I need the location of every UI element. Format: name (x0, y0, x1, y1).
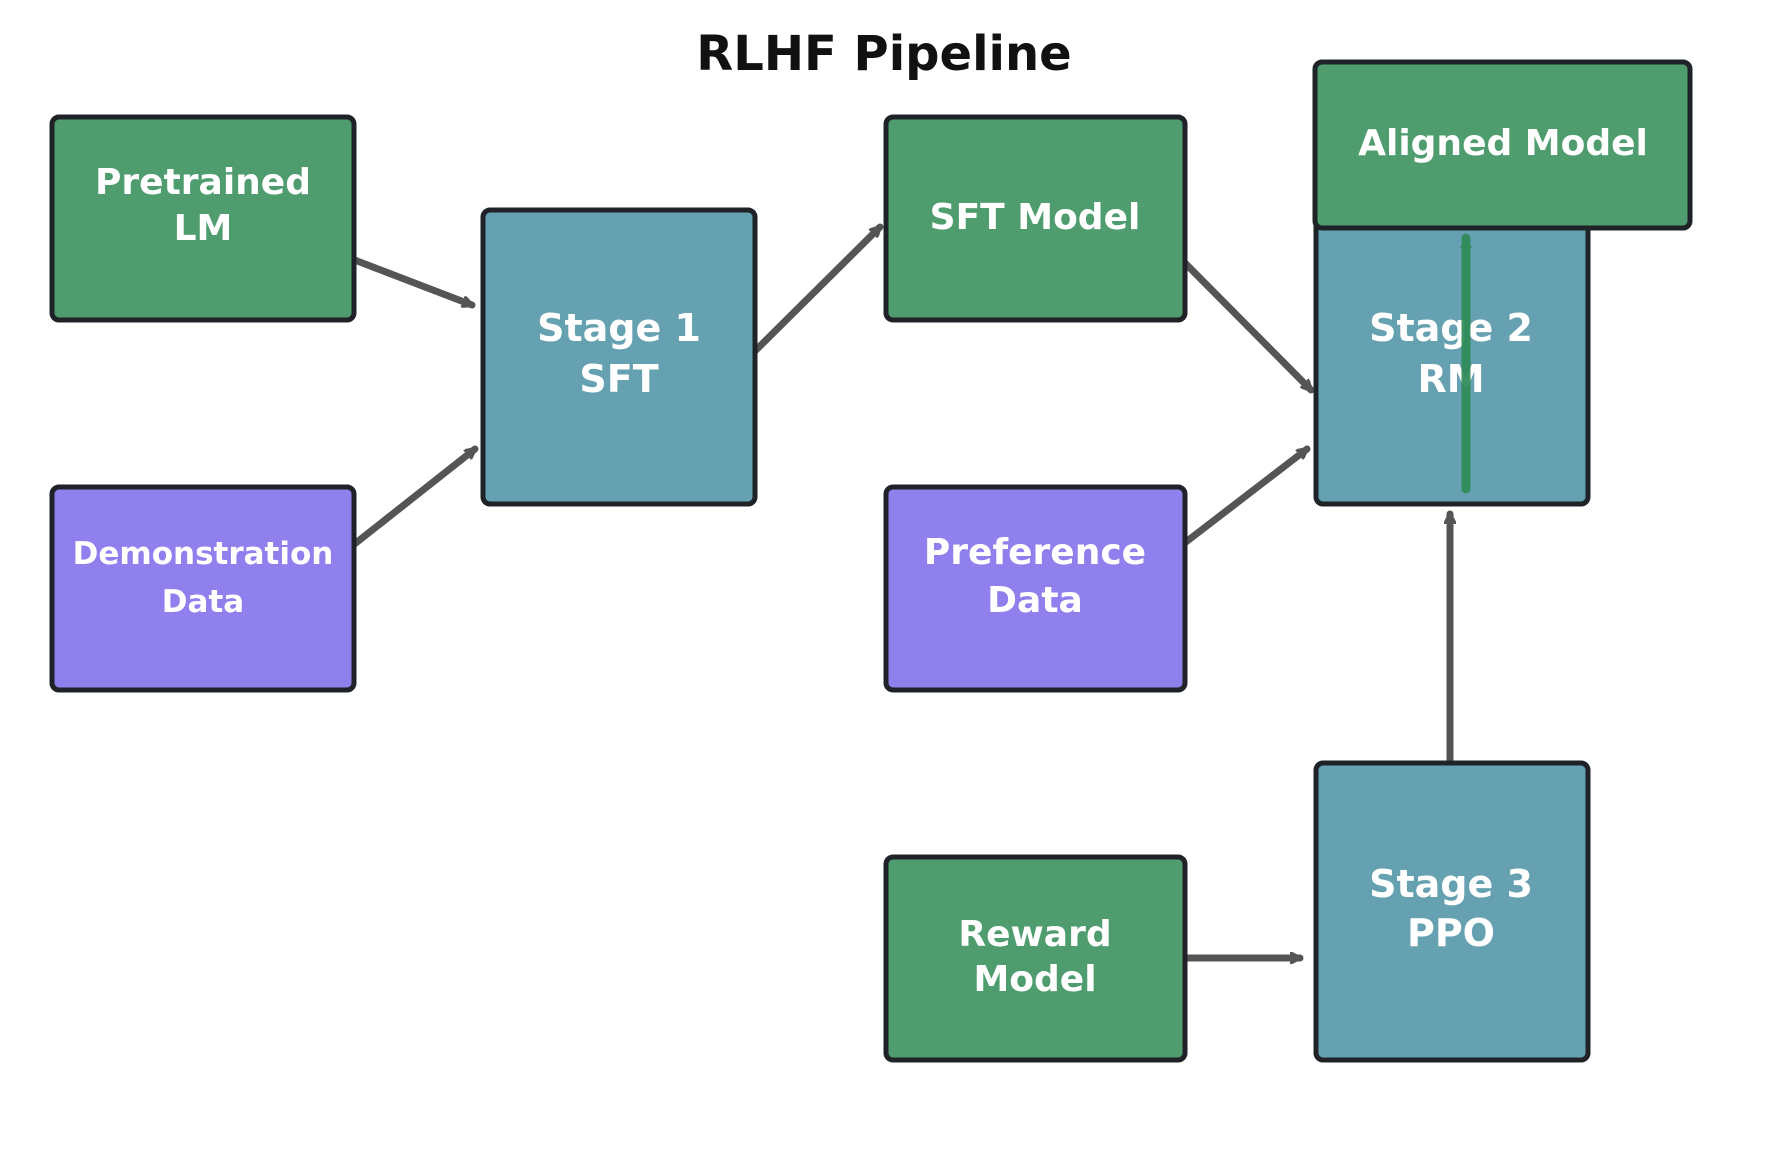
node-reward-model: Reward Model (883, 854, 1188, 1063)
node-demonstration-data: Demonstration Data (49, 484, 357, 693)
node-label-line-1: Stage 2 (1369, 306, 1533, 350)
edge-demonstration-data-to-stage1 (348, 445, 479, 550)
edges (348, 223, 1450, 958)
node-label-line-1: Reward (958, 914, 1111, 955)
node-label-line-2: PPO (1407, 911, 1495, 955)
edge-pretrained-lm-to-stage1 (348, 255, 476, 309)
node-label-line-1: Stage 1 (537, 306, 701, 350)
node-label-line-2: LM (174, 208, 233, 249)
node-label-line-1: Demonstration (73, 536, 334, 572)
node-preference-data: Preference Data (883, 484, 1188, 693)
node-sft-model: SFT Model (883, 114, 1188, 323)
node-pretrained-lm: Pretrained LM (49, 114, 357, 323)
node-label-line-1: Aligned Model (1358, 123, 1648, 164)
diagram-title: RLHF Pipeline (696, 26, 1071, 82)
node-label-line-1: Pretrained (95, 162, 311, 203)
edge-preference-data-to-stage2 (1178, 445, 1311, 549)
node-label-line-2: Data (162, 584, 244, 620)
node-label-line-1: Preference (924, 532, 1146, 573)
node-label-line-1: SFT Model (930, 197, 1141, 238)
node-stage1-sft: Stage 1 SFT (480, 207, 758, 507)
node-stage3-ppo: Stage 3 PPO (1313, 760, 1591, 1063)
node-label-line-1: Stage 3 (1369, 862, 1533, 906)
node-label-line-2: SFT (579, 357, 658, 401)
edge-stage1-to-sft-model (748, 223, 884, 358)
node-stage2-rm: Stage 2 RM (1313, 207, 1591, 507)
node-label-line-2: Model (973, 959, 1096, 1000)
node-label-line-2: RM (1417, 357, 1484, 401)
edge-sft-model-to-stage2 (1178, 256, 1315, 394)
node-aligned-model: Aligned Model (1312, 59, 1693, 231)
node-label-line-2: Data (987, 580, 1083, 621)
